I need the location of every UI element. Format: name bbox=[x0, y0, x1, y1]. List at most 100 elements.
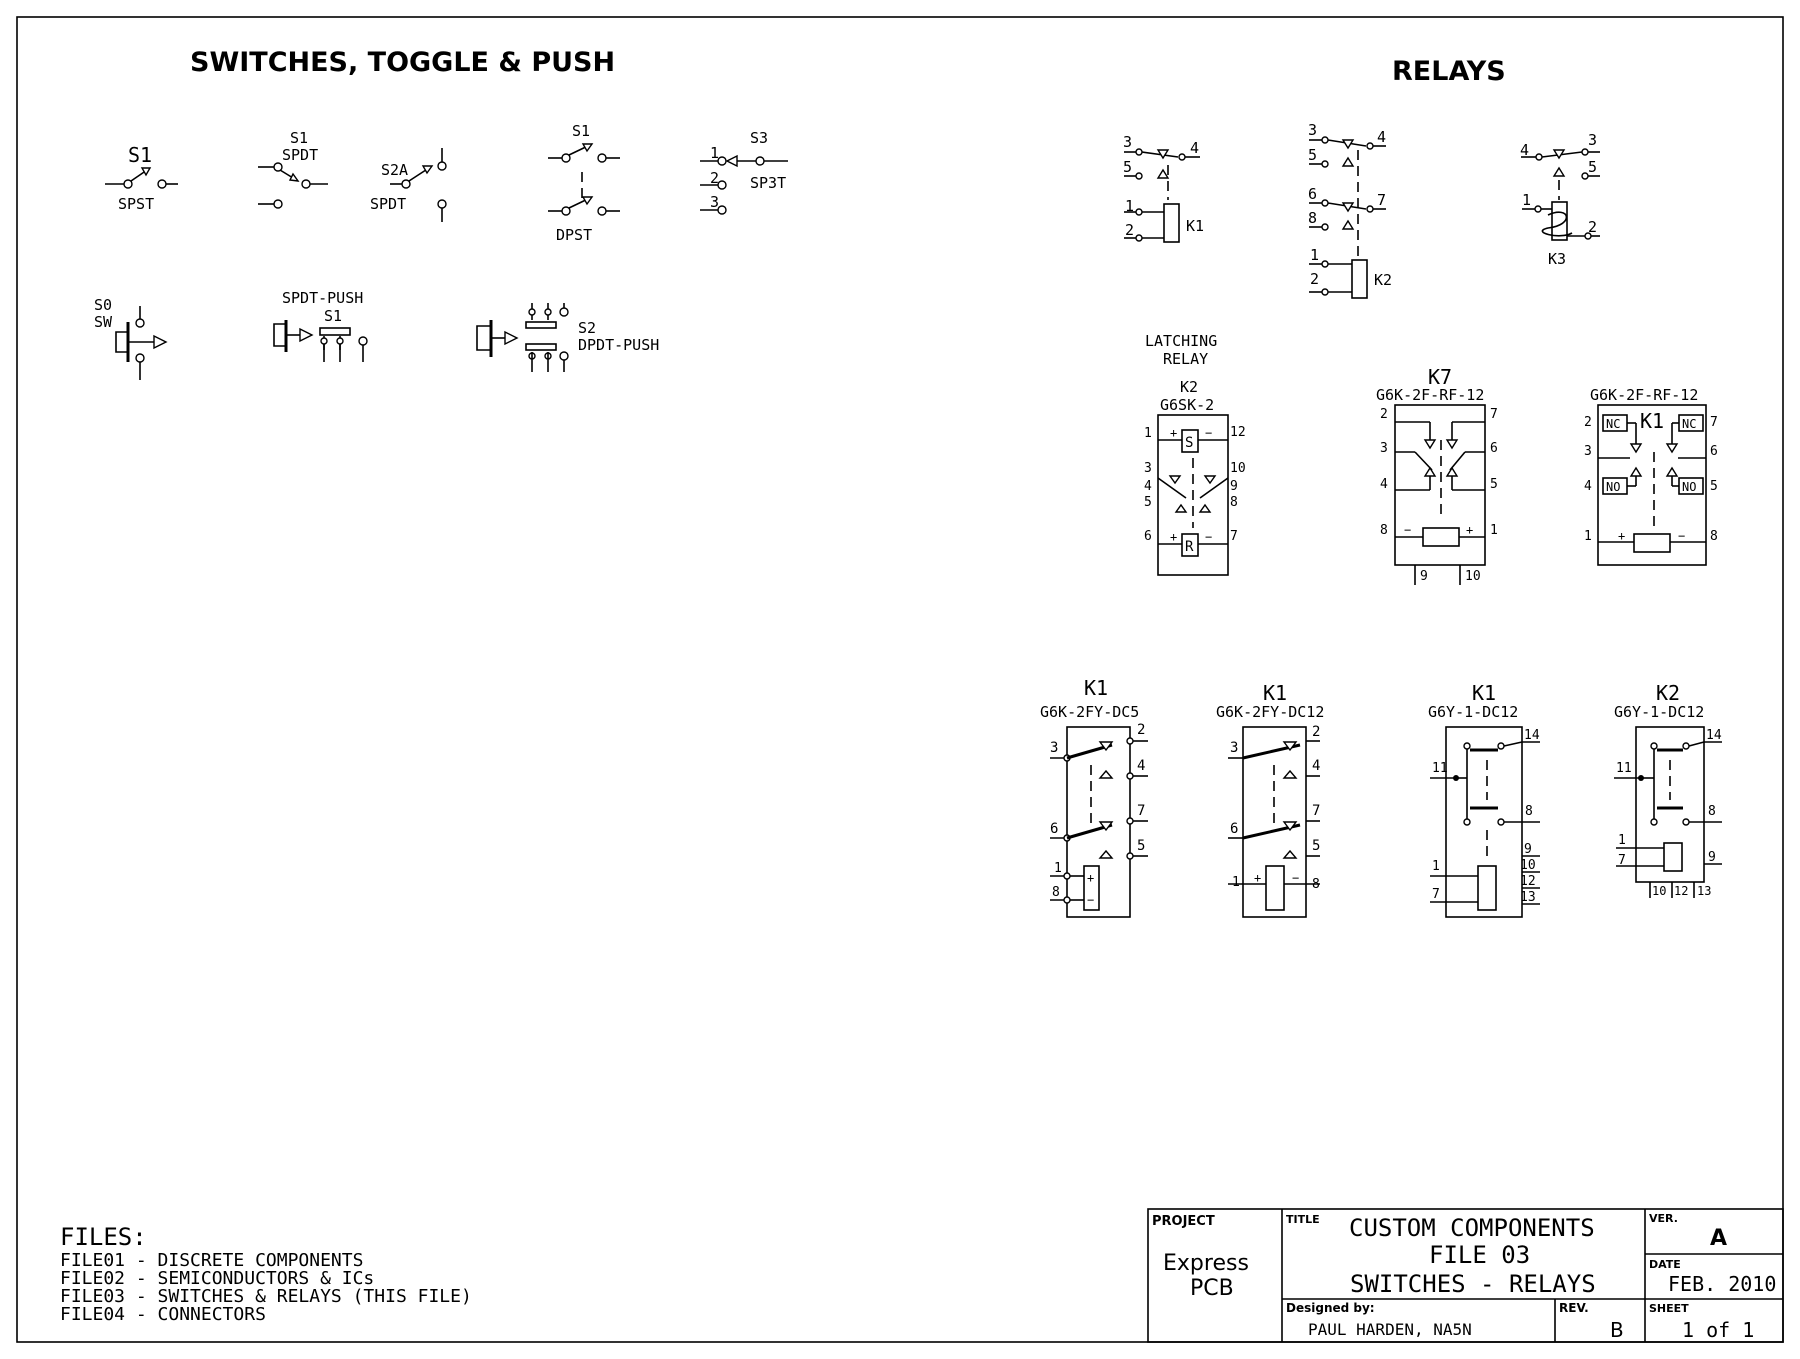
pin-label: 6 bbox=[1490, 441, 1498, 456]
pin-label: 10 bbox=[1652, 884, 1666, 898]
relay-ref: K1 bbox=[1186, 217, 1204, 235]
pin-label: 8 bbox=[1312, 877, 1320, 892]
title-block: PROJECT Express PCB TITLE CUSTOM COMPONE… bbox=[1147, 1208, 1784, 1343]
pin-label: 3 bbox=[1144, 461, 1152, 476]
files-item: FILE02 - SEMICONDUCTORS & ICs bbox=[60, 1268, 374, 1289]
pin-label: 3 bbox=[1050, 740, 1058, 756]
no-label-right: NO bbox=[1682, 480, 1696, 494]
title-line1: CUSTOM COMPONENTS bbox=[1349, 1214, 1595, 1242]
pin-label: 5 bbox=[1137, 838, 1145, 854]
pin-label: 4 bbox=[1380, 477, 1388, 492]
pin-label: 1 bbox=[1618, 833, 1626, 848]
pin-label: 11 bbox=[1432, 761, 1448, 776]
switch-s2-dpdt-push: S2 DPDT-PUSH bbox=[476, 303, 659, 372]
files-heading: FILES: bbox=[60, 1223, 147, 1251]
switch-type: SP3T bbox=[750, 174, 786, 192]
switch-s3-sp3t: S3 1 2 SP3T 3 bbox=[700, 129, 788, 215]
pin-label: 8 bbox=[1380, 523, 1388, 538]
relay-ref: K1 bbox=[1084, 676, 1108, 700]
svg-text:−: − bbox=[1205, 530, 1212, 544]
relay-ref: K7 bbox=[1428, 365, 1452, 389]
date-value: FEB. 2010 bbox=[1668, 1272, 1776, 1296]
pin-label: 1 bbox=[1310, 246, 1319, 264]
title-label: TITLE bbox=[1286, 1213, 1320, 1226]
pin-label: 6 bbox=[1050, 821, 1058, 837]
pin-label: 7 bbox=[1618, 853, 1626, 868]
nc-label-right: NC bbox=[1682, 417, 1696, 431]
switch-ref: S0 bbox=[94, 296, 112, 314]
svg-text:+: + bbox=[1466, 523, 1473, 537]
pin-label: 4 bbox=[1144, 479, 1152, 494]
switches-section-title: SWITCHES, TOGGLE & PUSH bbox=[190, 47, 615, 78]
pin-label: 10 bbox=[1230, 461, 1246, 476]
svg-text:+: + bbox=[1170, 426, 1177, 440]
switch-ref: S1 bbox=[290, 129, 308, 147]
pin-label: 4 bbox=[1312, 758, 1320, 774]
pin-label: 4 bbox=[1190, 139, 1199, 157]
pin-label: 1 bbox=[1432, 859, 1440, 874]
pin-label: 1 bbox=[1490, 523, 1498, 538]
pin-label: 8 bbox=[1710, 529, 1718, 544]
relay-ref: K1 bbox=[1263, 681, 1287, 705]
sheet-value: 1 of 1 bbox=[1682, 1318, 1754, 1342]
relay-k7: K7 G6K-2F-RF-12 2 7 3 6 4 5 8 1 − + 9 bbox=[1376, 365, 1498, 585]
relay-k2-latching: LATCHING RELAY K2 G6SK-2 1 12 S + − 3 10… bbox=[1144, 332, 1246, 576]
no-label-left: NO bbox=[1606, 480, 1620, 494]
relay-ref: K2 bbox=[1180, 378, 1198, 396]
pin-label: 2 bbox=[1380, 407, 1388, 422]
relay-k1-dc5: K1 G6K-2FY-DC5 2 3 4 7 6 5 1 + − 8 bbox=[1040, 676, 1148, 918]
rev-label: REV. bbox=[1559, 1301, 1589, 1315]
relay-part: G6K-2F-RF-12 bbox=[1590, 386, 1698, 404]
reset-coil-label: R bbox=[1185, 539, 1194, 555]
relay-ref: K2 bbox=[1656, 681, 1680, 705]
pin-label: 10 bbox=[1465, 569, 1481, 584]
pin-label: 9 bbox=[1420, 569, 1428, 584]
pin-label: 3 bbox=[1588, 131, 1597, 149]
pin-label: 8 bbox=[1308, 209, 1317, 227]
project-label: PROJECT bbox=[1152, 1214, 1215, 1229]
svg-text:+: + bbox=[1618, 529, 1625, 543]
pin-label: 11 bbox=[1616, 761, 1632, 776]
title-line2: FILE 03 bbox=[1429, 1241, 1530, 1269]
pin-label: 6 bbox=[1144, 529, 1152, 544]
pin-label: 4 bbox=[1584, 479, 1592, 494]
relay-k1-simple: 3 4 5 1 2 K1 bbox=[1123, 133, 1204, 243]
pin-label: 6 bbox=[1308, 185, 1317, 203]
relay-part: G6Y-1-DC12 bbox=[1614, 703, 1704, 721]
switch-ref: S2A bbox=[381, 161, 408, 179]
pin-label: 4 bbox=[1520, 141, 1529, 159]
relay-k1-dc12: K1 G6K-2FY-DC12 2 3 4 7 6 5 1 + − 8 bbox=[1216, 681, 1324, 918]
pin-label: 2 bbox=[1125, 221, 1134, 239]
switch-type: SPDT-PUSH bbox=[282, 289, 363, 307]
pin-label: 1 bbox=[1522, 191, 1531, 209]
rev-value: B bbox=[1610, 1318, 1624, 1342]
pin-label: 12 bbox=[1520, 874, 1536, 889]
pin-label: 7 bbox=[1377, 191, 1386, 209]
pin-label: 7 bbox=[1432, 887, 1440, 902]
pin-label: 5 bbox=[1123, 158, 1132, 176]
svg-text:−: − bbox=[1292, 871, 1299, 885]
pin-label: 2 bbox=[1312, 724, 1320, 740]
relay-ref: K1 bbox=[1640, 409, 1664, 433]
pin-label: 12 bbox=[1674, 884, 1688, 898]
pin-label: 8 bbox=[1230, 495, 1238, 510]
pin-label: 9 bbox=[1524, 842, 1532, 857]
pin-label: 6 bbox=[1710, 444, 1718, 459]
pin-label: 7 bbox=[1710, 415, 1718, 430]
sheet-label: SHEET bbox=[1649, 1302, 1689, 1315]
switch-ref: S1 bbox=[572, 122, 590, 140]
pin-label: 1 bbox=[1584, 529, 1592, 544]
pin-label: 2 bbox=[1137, 722, 1145, 738]
switch-ref: S1 bbox=[128, 143, 152, 167]
project-name-line2: PCB bbox=[1190, 1276, 1234, 1301]
relay-part: G6SK-2 bbox=[1160, 396, 1214, 414]
relay-k2-simple: 3 4 5 6 7 8 1 2 K2 bbox=[1308, 121, 1392, 299]
svg-text:+: + bbox=[1087, 871, 1094, 885]
relay-part: G6Y-1-DC12 bbox=[1428, 703, 1518, 721]
pin-label: 5 bbox=[1710, 479, 1718, 494]
files-item: FILE01 - DISCRETE COMPONENTS bbox=[60, 1250, 363, 1271]
switch-type: DPDT-PUSH bbox=[578, 336, 659, 354]
svg-text:−: − bbox=[1087, 893, 1094, 907]
pin-label: 3 bbox=[710, 193, 719, 211]
relay-k2-g6y: K2 G6Y-1-DC12 14 11 8 1 7 9 10 12 13 bbox=[1614, 681, 1722, 898]
